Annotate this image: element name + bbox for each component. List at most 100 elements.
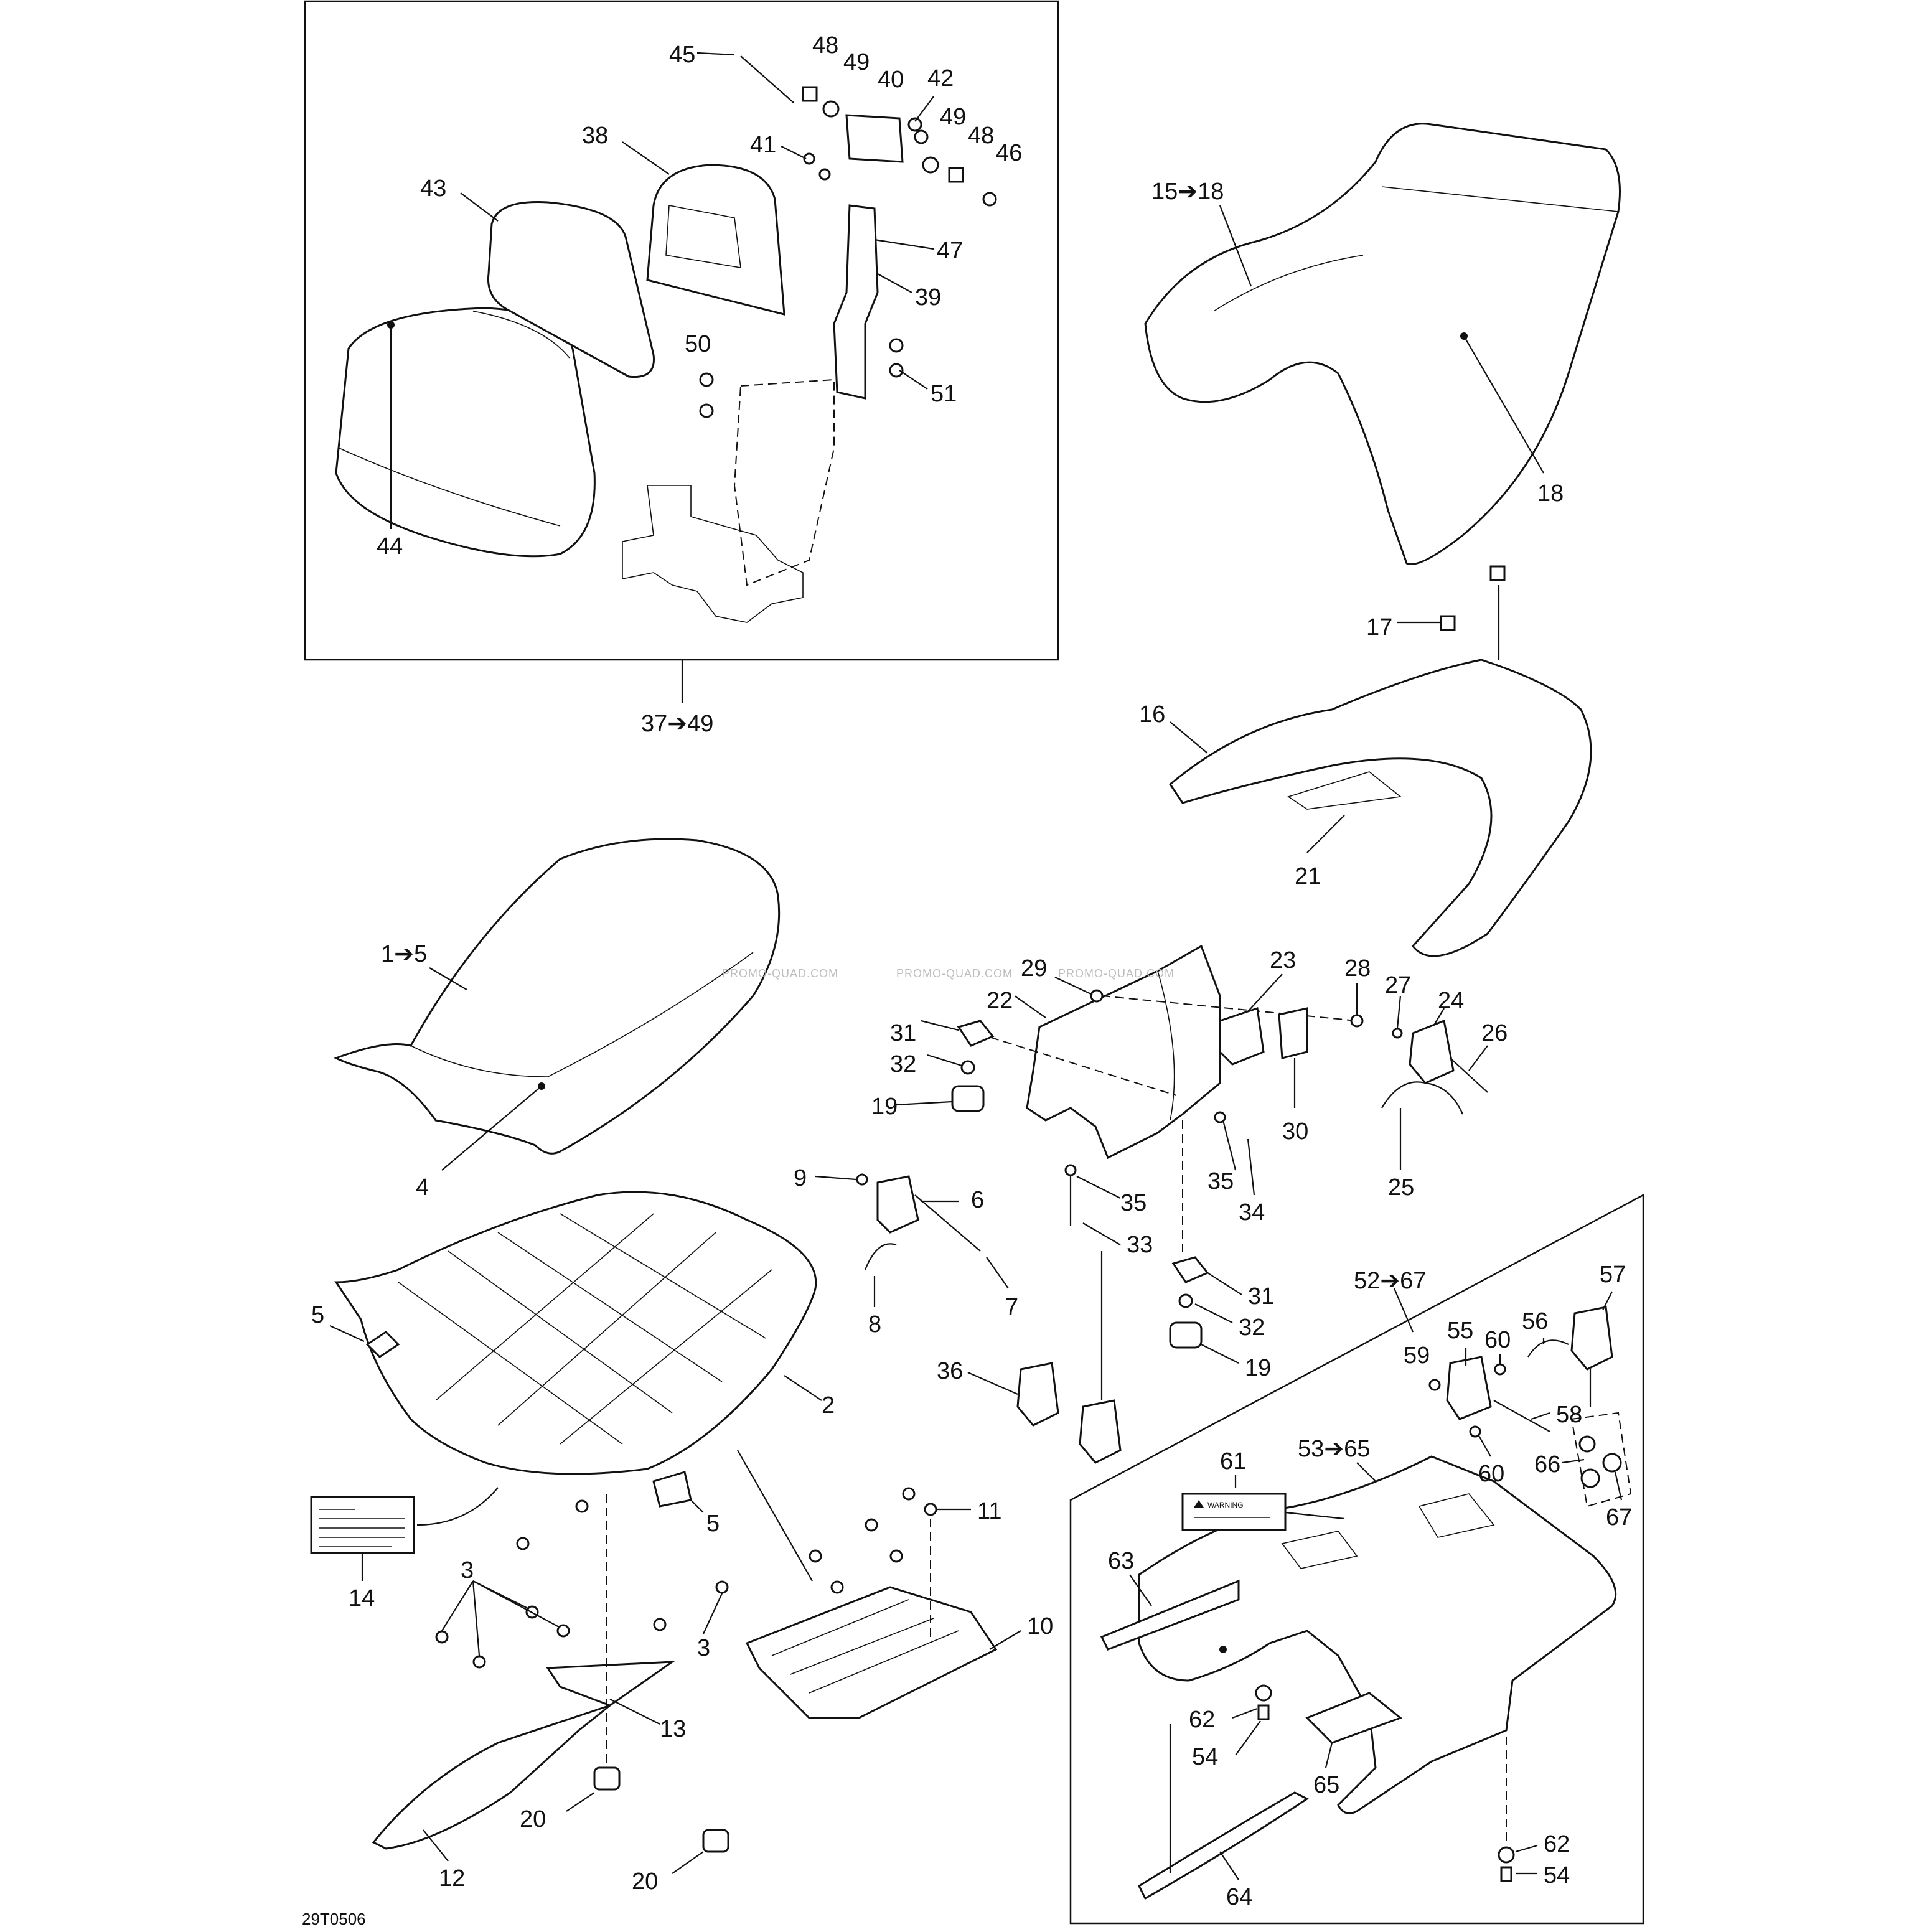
callout-22: 22 (987, 988, 1013, 1014)
part-44-seam (339, 448, 561, 527)
part-30-plate (1278, 1007, 1308, 1059)
callout-6: 6 (971, 1187, 984, 1213)
callout-62: 62 (1189, 1707, 1215, 1733)
part-20-grommet (593, 1766, 621, 1791)
leader-39 (877, 273, 912, 293)
part-44-seam-top (472, 311, 570, 359)
callout-43: 43 (420, 176, 446, 202)
callout-55: 55 (1447, 1318, 1473, 1344)
callout-8: 8 (868, 1311, 881, 1338)
callout-62-b: 62 (1544, 1831, 1570, 1857)
leader-35b (1076, 1176, 1121, 1199)
leader-29 (1054, 977, 1093, 995)
part-22-edge (1157, 970, 1175, 1121)
part-19-grommet (951, 1085, 985, 1112)
leader-64 (1219, 1851, 1239, 1880)
callout-41: 41 (750, 132, 776, 158)
leader-3b (472, 1580, 481, 1656)
part-48-spacer-2 (948, 167, 964, 183)
part-35-washer-2 (1064, 1164, 1077, 1176)
part-54-screw-2 (1500, 1866, 1512, 1882)
part-36-bumper (1016, 1362, 1059, 1427)
part-5-clip-2 (652, 1471, 692, 1508)
callout-16: 16 (1139, 701, 1165, 728)
callout-60-b: 60 (1478, 1461, 1504, 1487)
seat-frame-outline (733, 378, 835, 586)
part-60-bolt (1494, 1363, 1506, 1376)
leader-15-18 (1219, 205, 1252, 287)
part-6-latch (876, 1175, 919, 1234)
callout-64: 64 (1226, 1884, 1252, 1910)
arrow-61 (1285, 1511, 1345, 1520)
watermark-1: PROMO-QUAD.COM (722, 967, 838, 980)
callout-25: 25 (1388, 1175, 1414, 1201)
part-18-seam-2 (1213, 255, 1364, 312)
callout-26: 26 (1481, 1020, 1508, 1046)
callout-19-b: 19 (1245, 1355, 1271, 1381)
part-2-seat-base (334, 1191, 817, 1475)
leader-43 (460, 192, 499, 222)
arrow-14 (416, 1487, 499, 1526)
axis-29 (1101, 995, 1358, 1021)
callout-47: 47 (937, 238, 963, 264)
callout-63: 63 (1108, 1548, 1134, 1574)
callout-40: 40 (878, 67, 904, 93)
callout-33: 33 (1127, 1232, 1153, 1258)
part-61-warning-label (1181, 1493, 1287, 1531)
axis-22 (977, 1033, 1177, 1096)
callout-12: 12 (439, 1865, 465, 1892)
part-31-plate (957, 1020, 995, 1047)
leader-41 (781, 146, 807, 159)
callout-66: 66 (1534, 1451, 1560, 1478)
leader-27 (1396, 995, 1402, 1029)
storage-kit-frame (1069, 1193, 1644, 1925)
part-4-seam (410, 952, 754, 1077)
callout-5-b: 5 (706, 1511, 720, 1537)
part-27-nut (1392, 1028, 1403, 1039)
callout-46: 46 (996, 140, 1022, 166)
callout-61: 61 (1220, 1448, 1246, 1475)
part-24-latch (1409, 1019, 1455, 1084)
part-3-bumpers (435, 1499, 729, 1669)
part-8-spring (864, 1243, 897, 1270)
part-13-plate (546, 1661, 676, 1707)
leader-19b (1201, 1344, 1239, 1364)
part-66-bezel (1570, 1412, 1632, 1508)
part-19-grommet-2 (1169, 1321, 1203, 1349)
part-50-bolt (699, 372, 714, 387)
drawing-number: 29T0506 (302, 1910, 366, 1928)
part-64-strip (1138, 1791, 1309, 1900)
part-51-nut-2 (889, 363, 904, 378)
part-62-washer (1255, 1684, 1272, 1702)
part-67-cap-2 (1580, 1468, 1600, 1488)
callout-3: 3 (461, 1557, 474, 1583)
part-49-washer (822, 100, 840, 118)
part-41-bolt-2 (818, 168, 831, 181)
part-10-ribs (771, 1599, 959, 1694)
callout-20-b: 20 (632, 1869, 658, 1895)
part-16-seat-base (1169, 659, 1592, 957)
part-62-washer-2 (1498, 1846, 1515, 1864)
part-36-bumper-2 (1079, 1399, 1122, 1464)
part-2-grid (398, 1213, 772, 1445)
callout-31-b: 31 (1248, 1283, 1274, 1310)
callout-18: 18 (1537, 481, 1564, 507)
leader-3a (441, 1580, 474, 1631)
callout-51: 51 (931, 381, 957, 407)
callout-54: 54 (1192, 1744, 1218, 1770)
callout-4: 4 (416, 1175, 429, 1201)
leader-62b (1515, 1844, 1538, 1853)
leader-36 (967, 1371, 1018, 1395)
leader-66 (1562, 1458, 1585, 1464)
callout-9: 9 (794, 1165, 807, 1191)
leader-5b (690, 1499, 704, 1513)
leader-32a (927, 1054, 962, 1067)
callout-53-65: 53➔65 (1298, 1436, 1370, 1462)
part-48-spacer (802, 86, 818, 102)
callout-35-b: 35 (1120, 1190, 1147, 1216)
leader-32b (1194, 1303, 1233, 1323)
part-18-seam (1381, 186, 1619, 212)
leader-62a (1232, 1707, 1258, 1719)
arrow-2 (737, 1450, 813, 1582)
callout-35: 35 (1208, 1168, 1234, 1194)
